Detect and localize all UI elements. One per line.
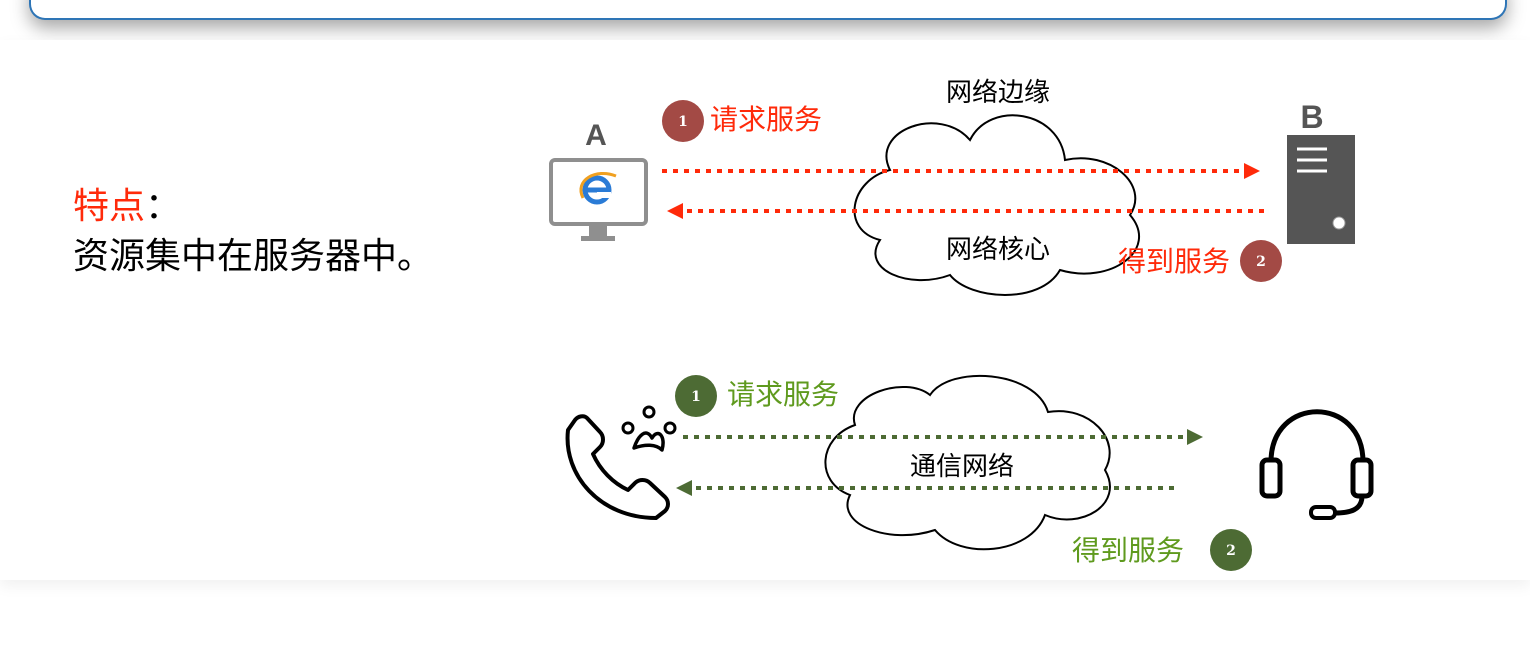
feature-title: 特点: [73, 186, 146, 227]
cloud-edge-label: 网络边缘: [946, 78, 1050, 108]
feature-body: 资源集中在服务器中。: [73, 236, 434, 277]
cloud-network-core: [853, 114, 1140, 296]
cloud-communication-network: [824, 375, 1111, 551]
step2-label-bottom: 得到服务: [1072, 534, 1184, 567]
step2-badge-bottom: 2: [1210, 529, 1252, 571]
server-icon: [1287, 135, 1355, 244]
step1-number-top: 1: [678, 114, 688, 130]
phone-call-icon: [565, 405, 677, 520]
cloud-core-label: 网络核心: [946, 235, 1050, 265]
feature-heading-line: 特点：: [73, 182, 433, 232]
headset-icon: [1259, 409, 1374, 520]
feature-colon: ：: [145, 186, 182, 227]
step1-badge-top: 1: [662, 100, 704, 142]
host-b-label: B: [1300, 99, 1323, 135]
step2-number-bottom: 2: [1226, 543, 1236, 559]
step1-label-top: 请求服务: [710, 103, 822, 136]
step2-label-top: 得到服务: [1118, 245, 1230, 278]
step1-badge-bottom: 1: [675, 375, 717, 417]
monitor-browser-icon: [549, 158, 648, 241]
feature-text-block: 特点： 资源集中在服务器中。: [73, 182, 433, 282]
step1-number-bottom: 1: [691, 389, 701, 405]
cloud-comm-label: 通信网络: [910, 452, 1014, 482]
step1-label-bottom: 请求服务: [727, 378, 839, 411]
step2-number-top: 2: [1256, 254, 1266, 270]
step2-badge-top: 2: [1240, 240, 1282, 282]
host-a-label: A: [585, 119, 607, 152]
